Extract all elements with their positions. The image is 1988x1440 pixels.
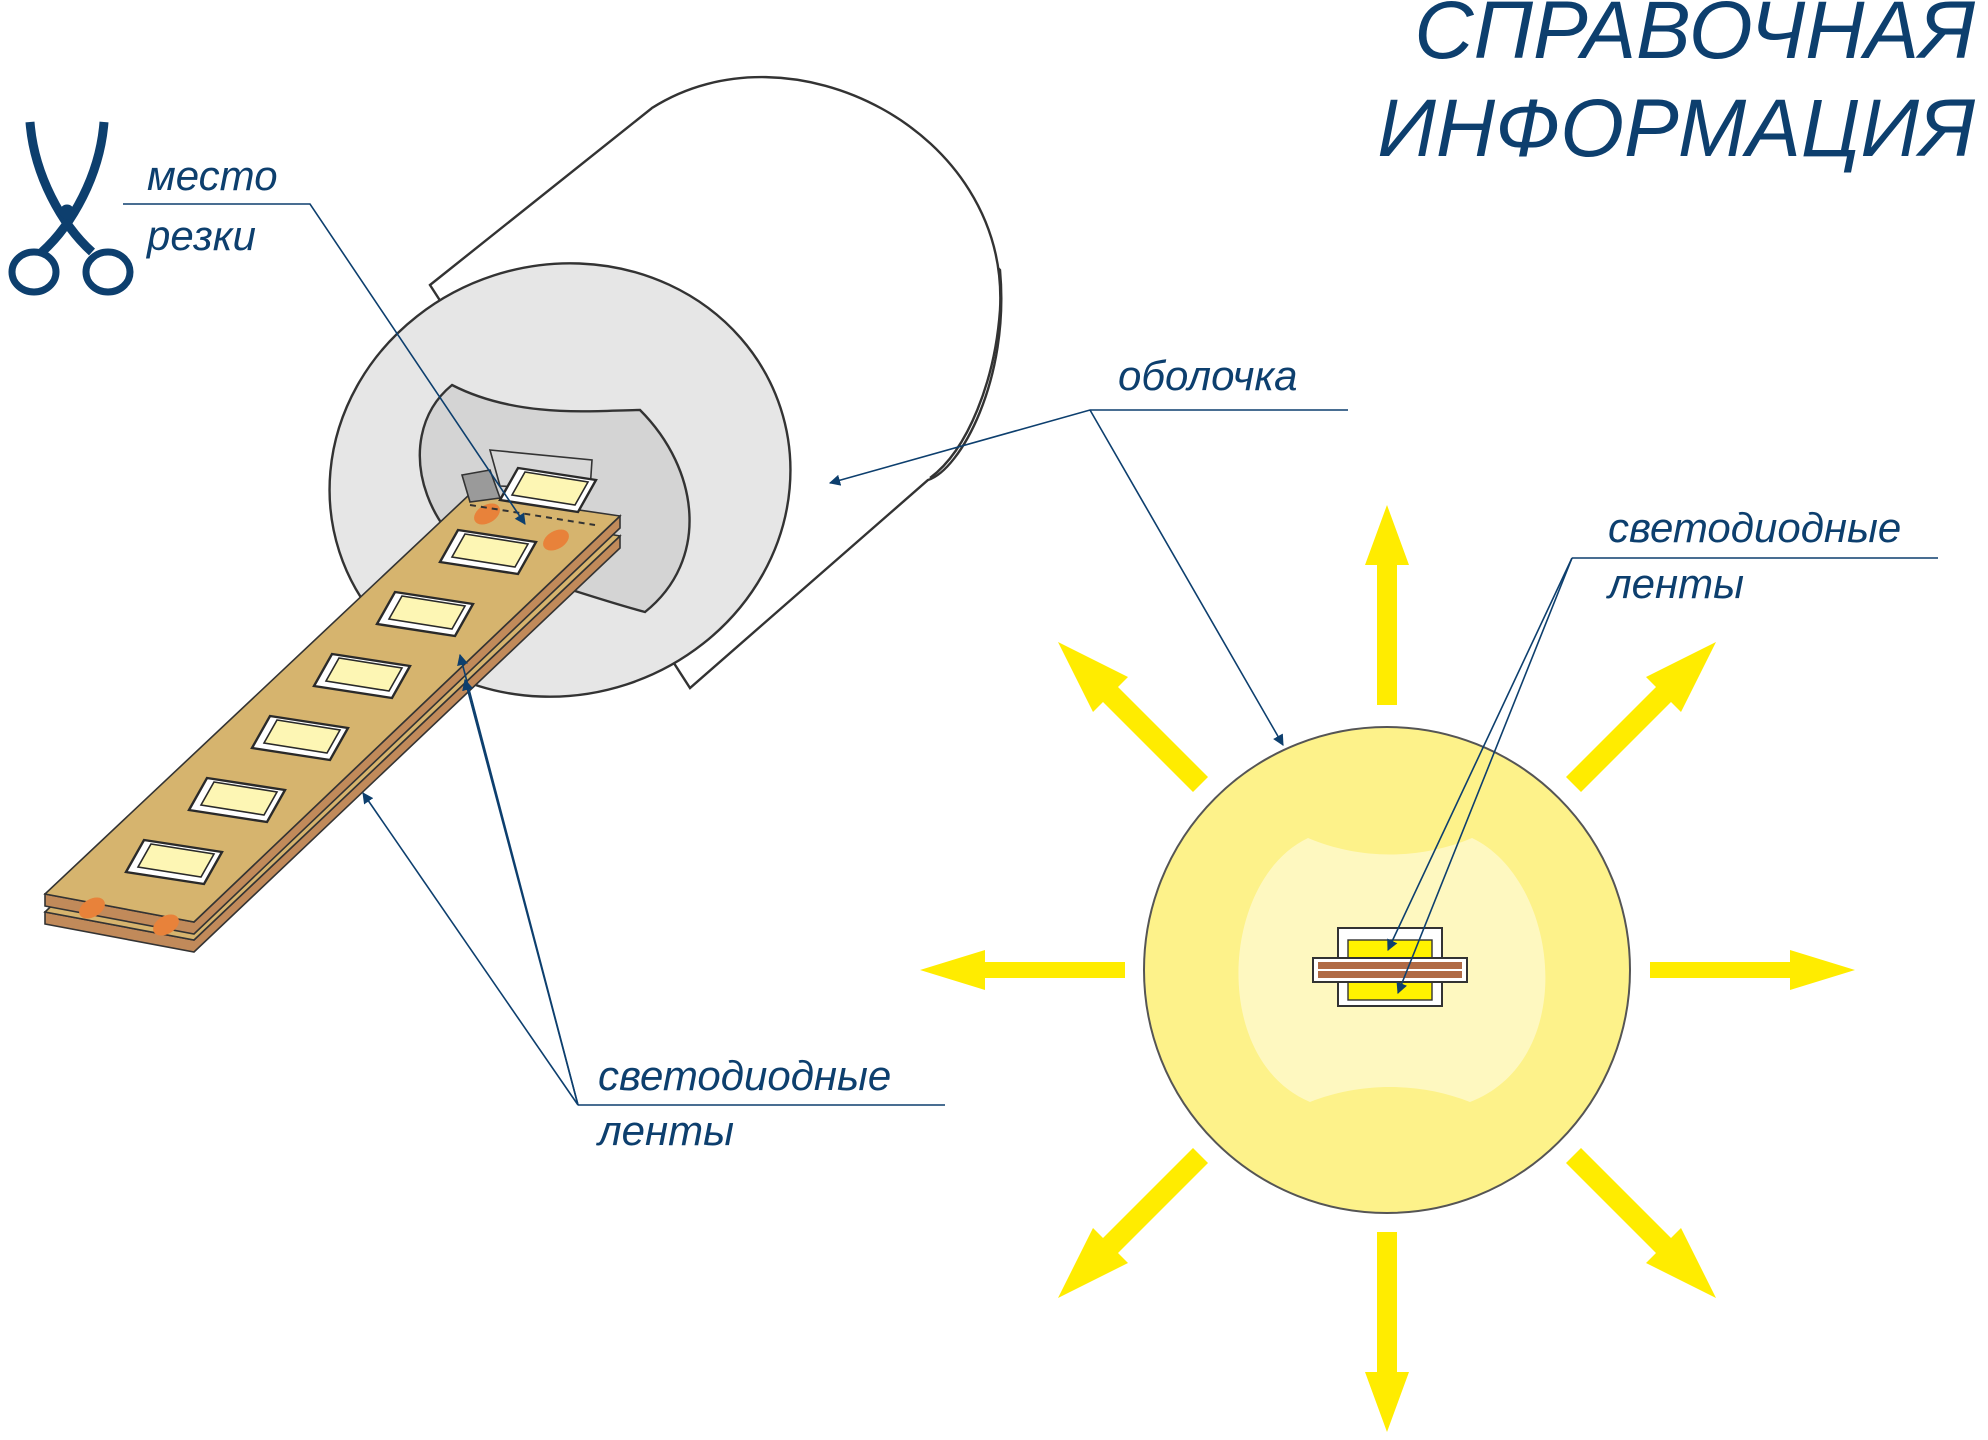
sheath-label: оболочка (1118, 352, 1298, 399)
sheath-leader-right (1089, 409, 1284, 746)
led-strips-right-leader-2 (1396, 557, 1573, 995)
led-chip (375, 590, 475, 638)
scissors-icon (8, 121, 134, 296)
cut-place-leader (123, 203, 526, 525)
solder-pad (79, 897, 105, 919)
led-chip (187, 776, 287, 824)
strip-cross-section (1312, 927, 1468, 1007)
glow-rays (920, 505, 1855, 1432)
led-strips-right-leader-1 (1387, 557, 1573, 952)
title-line-2: ИНФОРМАЦИЯ (1377, 83, 1975, 174)
led-chip (124, 838, 224, 886)
cut-place-label-line-1: место (147, 152, 278, 199)
solder-pad (153, 914, 179, 936)
led-strips-left-leader-3 (457, 653, 579, 1106)
sheath-cylinder (328, 75, 1003, 698)
title-line-1: СПРАВОЧНАЯ (1414, 0, 1975, 76)
led-chip (250, 714, 350, 762)
led-strips-left-label-line-1: светодиодные (598, 1052, 891, 1099)
led-chip (312, 652, 412, 700)
led-chip (438, 528, 538, 576)
led-strip (43, 449, 622, 953)
solder-pad (543, 529, 569, 551)
led-strips-left-label-line-2: ленты (595, 1107, 734, 1154)
cut-place-label-line-2: резки (145, 212, 256, 259)
led-strips-left-leader-1 (362, 792, 579, 1106)
led-chip (498, 466, 598, 514)
led-strips-right-label-line-2: ленты (1605, 560, 1744, 607)
led-strips-right-label-line-1: светодиодные (1608, 504, 1901, 551)
